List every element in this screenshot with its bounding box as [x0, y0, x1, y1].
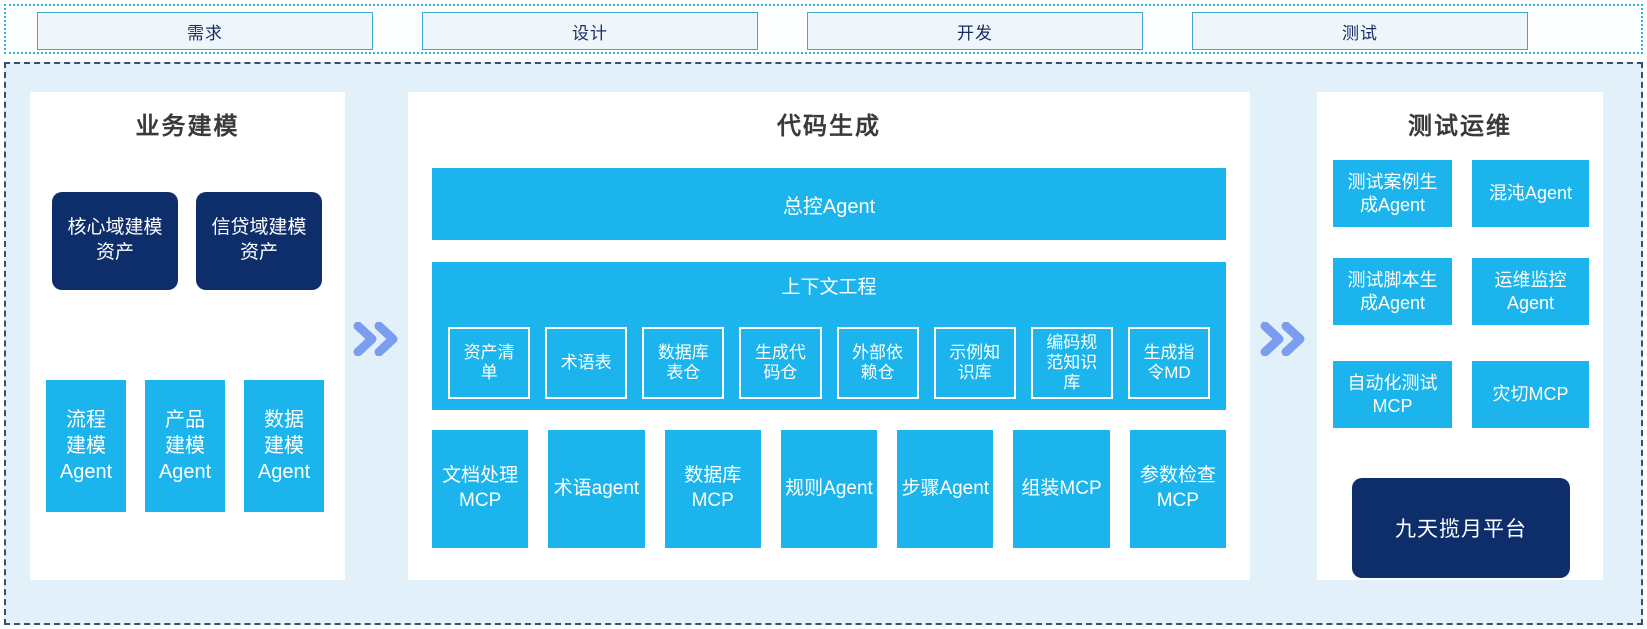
tool-box-rules-agent: 规则Agent — [780, 430, 878, 548]
context-item-glossary: 术语表 — [545, 327, 628, 399]
tool-box-doc-processing-mcp: 文档处理 MCP — [432, 430, 529, 548]
panel-code-generation: 代码生成 总控Agent 上下文工程 资产清 单 术语表 数据库 表仓 生成代 … — [408, 92, 1250, 580]
testops-box-chaos-agent: 混沌Agent — [1472, 160, 1589, 227]
agent-box-data-modeling: 数据 建模 Agent — [244, 380, 324, 512]
testops-box-test-script-gen-agent: 测试脚本生 成Agent — [1333, 258, 1452, 325]
context-item-coding-standard-kb: 编码规 范知识 库 — [1030, 327, 1113, 399]
phase-box-requirements: 需求 — [37, 12, 373, 50]
flow-arrow-icon — [353, 321, 399, 357]
tool-box-assembly-mcp: 组装MCP — [1013, 430, 1110, 548]
context-item-external-deps-repo: 外部依 赖仓 — [836, 327, 919, 399]
main-container: 业务建模 核心域建模 资产 信贷域建模 资产 流程 建模 Agent 产品 建模… — [4, 62, 1643, 625]
context-item-example-kb: 示例知 识库 — [933, 327, 1016, 399]
tool-box-param-check-mcp: 参数检查 MCP — [1129, 430, 1226, 548]
phase-box-testing: 测试 — [1192, 12, 1528, 50]
agent-box-product-modeling: 产品 建模 Agent — [145, 380, 225, 512]
flow-arrow-icon — [1260, 321, 1306, 357]
asset-box-credit-domain: 信贷域建模 资产 — [196, 192, 322, 290]
panel-business-modeling: 业务建模 核心域建模 资产 信贷域建模 资产 流程 建模 Agent 产品 建模… — [30, 92, 345, 580]
panel-title-business-modeling: 业务建模 — [135, 113, 240, 140]
tool-box-terminology-agent: 术语agent — [548, 430, 645, 548]
context-engineering-items: 资产清 单 术语表 数据库 表仓 生成代 码仓 外部依 赖仓 示例知 识库 编码… — [432, 327, 1226, 399]
testops-box-ops-monitor-agent: 运维监控 Agent — [1472, 258, 1589, 325]
tool-box-database-mcp: 数据库 MCP — [664, 430, 761, 548]
testops-box-auto-test-mcp: 自动化测试 MCP — [1333, 361, 1452, 428]
testops-box-test-case-gen-agent: 测试案例生 成Agent — [1333, 160, 1452, 227]
panel-test-ops: 测试运维 测试案例生 成Agent 混沌Agent 测试脚本生 成Agent 运… — [1317, 92, 1603, 580]
agent-box-process-modeling: 流程 建模 Agent — [46, 380, 126, 512]
testops-box-disaster-switch-mcp: 灾切MCP — [1472, 361, 1589, 428]
phase-box-development: 开发 — [807, 12, 1143, 50]
context-engineering-box: 上下文工程 资产清 单 术语表 数据库 表仓 生成代 码仓 外部依 赖仓 示例知… — [432, 262, 1226, 410]
phase-box-design: 设计 — [422, 12, 758, 50]
context-item-asset-list: 资产清 单 — [448, 327, 531, 399]
panel-title-code-generation: 代码生成 — [777, 113, 881, 140]
tool-boxes-row: 文档处理 MCP 术语agent 数据库 MCP 规则Agent 步骤Agent… — [432, 430, 1226, 548]
context-item-generated-code-repo: 生成代 码仓 — [739, 327, 822, 399]
platform-box-jiutian-lanyue: 九天揽月平台 — [1352, 478, 1570, 578]
asset-box-core-domain: 核心域建模 资产 — [52, 192, 178, 290]
context-engineering-title: 上下文工程 — [781, 277, 877, 298]
master-agent-bar: 总控Agent — [432, 168, 1226, 240]
context-item-instruction-md: 生成指 令MD — [1127, 327, 1210, 399]
phase-bar: 需求 设计 开发 测试 — [4, 4, 1643, 54]
context-item-db-table-repo: 数据库 表仓 — [642, 327, 725, 399]
panel-title-test-ops: 测试运维 — [1408, 113, 1512, 140]
tool-box-steps-agent: 步骤Agent — [897, 430, 994, 548]
